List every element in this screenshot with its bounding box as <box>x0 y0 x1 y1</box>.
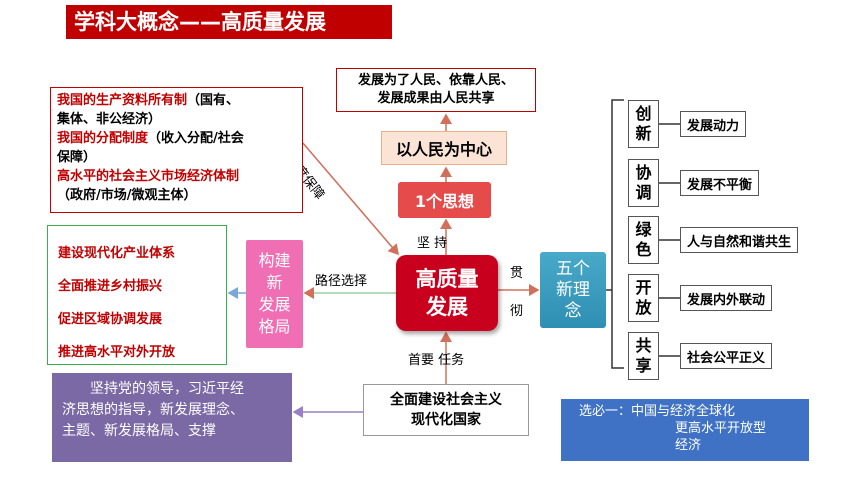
modernize-line: 全面建设社会主义 <box>390 392 502 408</box>
people-goal-line: 发展成果由人民共享 <box>377 91 495 106</box>
five-concepts-line: 新理 <box>556 279 590 300</box>
build-pattern-line: 发展 <box>258 295 291 314</box>
page-title: 学科大概念——高质量发展 <box>66 5 392 39</box>
concept-coordination-desc: 发展不平衡 <box>680 170 760 196</box>
institution-ownership-types: 集体、非公经济） <box>57 112 162 127</box>
edge-label-run-through-1: 贯 <box>510 266 524 281</box>
build-pattern-line: 格局 <box>258 317 291 336</box>
build-new-pattern-box: 构建 新 发展 格局 <box>246 240 303 348</box>
core-line: 高质量 <box>415 267 479 291</box>
concept-coordination: 协调 <box>628 159 659 207</box>
high-quality-development-core: 高质量 发展 <box>396 255 498 331</box>
edge-label-run-through-2: 彻 <box>510 304 524 319</box>
measure-item: 促进区域协调发展 <box>58 312 163 327</box>
concepts-bracket <box>611 99 624 369</box>
five-new-concepts-box: 五个 新理 念 <box>540 252 606 328</box>
build-pattern-line: 构建 <box>258 251 291 270</box>
people-goal-box: 发展为了人民、依靠人民、 发展成果由人民共享 <box>336 68 536 112</box>
institution-ownership-note: （国有、 <box>187 93 240 108</box>
institution-distribution: 我国的分配制度 <box>57 131 149 146</box>
institution-ownership: 我国的生产资料所有制 <box>57 93 188 108</box>
edge-label-primary-task: 首要 任务 <box>408 353 465 368</box>
note-line: 选必一：中国与经济全球化 <box>579 404 736 419</box>
measure-item: 全面推进乡村振兴 <box>58 279 163 294</box>
measure-item: 推进高水平对外开放 <box>58 345 176 360</box>
one-thought-box: 1个思想 <box>398 182 491 218</box>
arrow-institution-to-core <box>289 127 399 256</box>
elective-note-box: 选必一：中国与经济全球化 更高水平开放型 经济 <box>561 399 809 461</box>
edge-label-persist: 坚 持 <box>417 236 448 251</box>
concept-green-desc: 人与自然和谐共生 <box>680 227 799 253</box>
institution-distribution-tail: 保障） <box>57 150 97 165</box>
concept-sharing: 共享 <box>628 332 659 380</box>
concept-green: 绿色 <box>628 216 659 264</box>
build-pattern-line: 新 <box>266 273 283 292</box>
party-lead-line: 主题、新发展格局、支撑 <box>62 423 216 439</box>
institution-market-economy: 高水平的社会主义市场经济体制 <box>57 169 240 184</box>
note-line: 经济 <box>675 438 702 453</box>
concept-openness: 开放 <box>628 274 659 322</box>
five-concepts-line: 五个 <box>556 258 590 279</box>
party-leadership-box: 坚持党的领导，习近平经 济思想的指导，新发展理念、 主题、新发展格局、支撑 <box>52 373 292 462</box>
concept-innovation-desc: 发展动力 <box>680 111 747 137</box>
modernize-line: 现代化国家 <box>411 412 481 428</box>
concept-openness-desc: 发展内外联动 <box>680 285 773 311</box>
measure-item: 建设现代化产业体系 <box>58 246 176 261</box>
core-line: 发展 <box>426 295 468 319</box>
people-goal-line: 发展为了人民、依靠人民、 <box>357 73 514 88</box>
people-center-box: 以人民为中心 <box>381 131 507 165</box>
path-measures-box: 建设现代化产业体系 全面推进乡村振兴 促进区域协调发展 推进高水平对外开放 <box>47 225 227 365</box>
note-line: 更高水平开放型 <box>675 421 767 436</box>
party-lead-line: 坚持党的领导，习近平经 <box>90 381 244 397</box>
institution-distribution-note: （收入分配/社会 <box>148 131 244 146</box>
concept-innovation: 创新 <box>628 100 659 148</box>
modernization-box: 全面建设社会主义 现代化国家 <box>363 384 529 436</box>
party-lead-line: 济思想的指导，新发展理念、 <box>62 402 244 418</box>
five-concepts-line: 念 <box>564 300 582 321</box>
institution-box: 我国的生产资料所有制（国有、 集体、非公经济） 我国的分配制度（收入分配/社会 … <box>50 87 303 213</box>
concept-sharing-desc: 社会公平正义 <box>680 343 773 369</box>
edge-label-path-choice: 路径选择 <box>315 274 368 289</box>
institution-market-subjects: （政府/市场/微观主体） <box>57 188 197 203</box>
